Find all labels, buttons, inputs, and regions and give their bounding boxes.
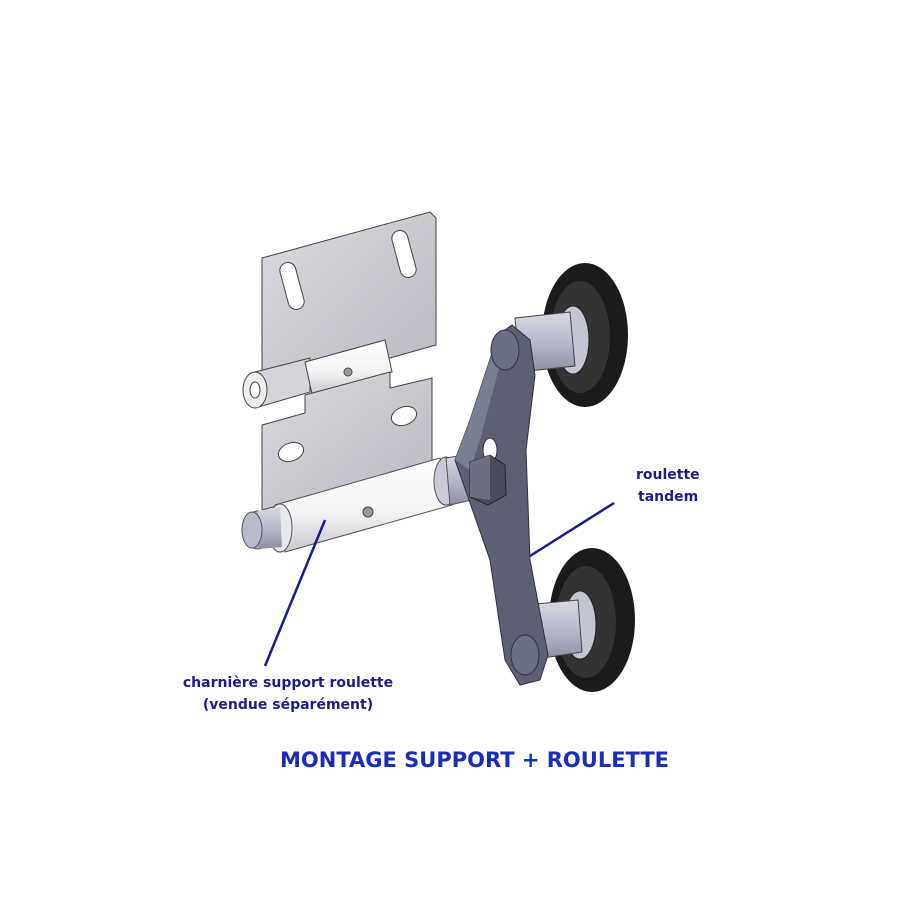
label-line: charnière support roulette	[182, 675, 394, 691]
label-line: (vendue séparément)	[202, 697, 374, 713]
leader-line-tandem	[529, 501, 615, 558]
nut	[469, 454, 507, 506]
hinge-upper-plate	[261, 211, 437, 396]
tandem-arm	[454, 324, 549, 686]
lower-wheel	[524, 548, 635, 692]
leader-line-hinge	[263, 519, 327, 667]
label-charniere: charnière support roulette (vendue sépar…	[181, 672, 395, 716]
page-title: MONTAGE SUPPORT + ROULETTE	[280, 748, 670, 772]
hinge-knuckle	[242, 339, 393, 409]
hinge-pin-tube	[241, 453, 473, 553]
label-roulette-tandem: roulette tandem	[636, 464, 700, 508]
label-line: tandem	[638, 489, 699, 505]
label-line: roulette	[636, 467, 700, 483]
